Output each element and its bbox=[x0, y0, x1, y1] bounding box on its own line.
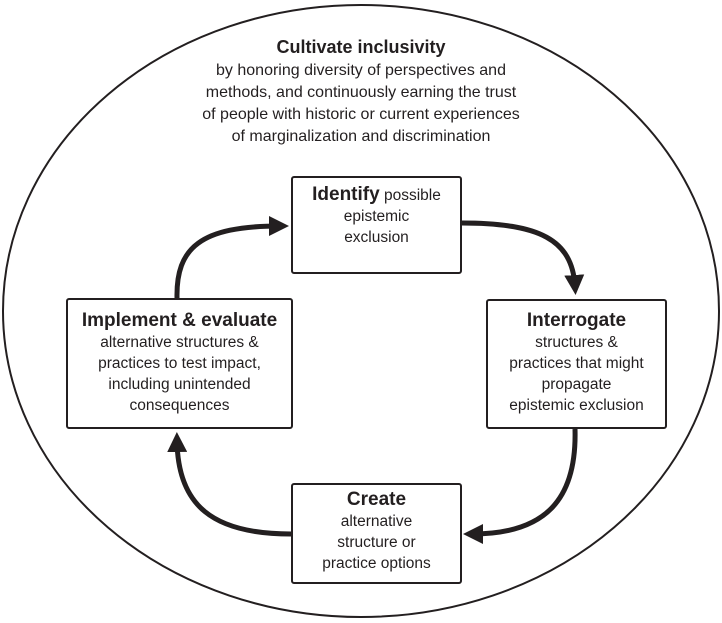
arrow-interrogate-to-create bbox=[463, 428, 578, 544]
step-box-identify: Identify possible epistemic exclusion bbox=[291, 176, 462, 274]
step-box-implement: Implement & evaluate alternative structu… bbox=[66, 298, 293, 429]
arrow-identify-to-interrogate bbox=[461, 220, 585, 295]
step-line: practice options bbox=[322, 555, 431, 572]
arrow-implement-to-identify bbox=[174, 216, 289, 299]
identify-first-line: Identify possible bbox=[293, 183, 460, 206]
step-line: epistemic bbox=[343, 208, 410, 225]
step-line: epistemic exclusion bbox=[509, 397, 644, 414]
step-line: structures & bbox=[535, 334, 618, 351]
step-line: practices that might bbox=[509, 355, 644, 372]
step-heading-interrogate: Interrogate bbox=[526, 310, 627, 331]
step-box-create: Create alternative structure or practice… bbox=[291, 483, 462, 584]
intro-line: methods, and continuously earning the tr… bbox=[205, 84, 517, 101]
step-line: consequences bbox=[129, 397, 230, 414]
step-line: structure or bbox=[337, 534, 416, 551]
intro-line: of people with historic or current exper… bbox=[202, 106, 520, 123]
step-line: propagate bbox=[541, 376, 612, 393]
step-box-interrogate: Interrogate structures & practices that … bbox=[486, 299, 667, 429]
step-line: possible bbox=[379, 187, 441, 204]
intro-text: Cultivate inclusivity by honoring divers… bbox=[150, 36, 572, 148]
step-heading-implement: Implement & evaluate bbox=[81, 310, 278, 331]
intro-line: of marginalization and discrimination bbox=[231, 128, 491, 145]
intro-heading: Cultivate inclusivity bbox=[276, 37, 446, 57]
intro-line: by honoring diversity of perspectives an… bbox=[216, 62, 506, 79]
arrow-create-to-implement bbox=[167, 432, 292, 537]
outer-ellipse bbox=[2, 4, 720, 618]
step-line: exclusion bbox=[344, 229, 409, 246]
step-line: alternative bbox=[340, 513, 413, 530]
step-line: including unintended bbox=[108, 376, 251, 393]
step-heading-identify: Identify bbox=[312, 184, 380, 205]
step-line: alternative structures & bbox=[100, 334, 259, 351]
step-line: practices to test impact, bbox=[98, 355, 261, 372]
step-heading-create: Create bbox=[346, 489, 407, 510]
